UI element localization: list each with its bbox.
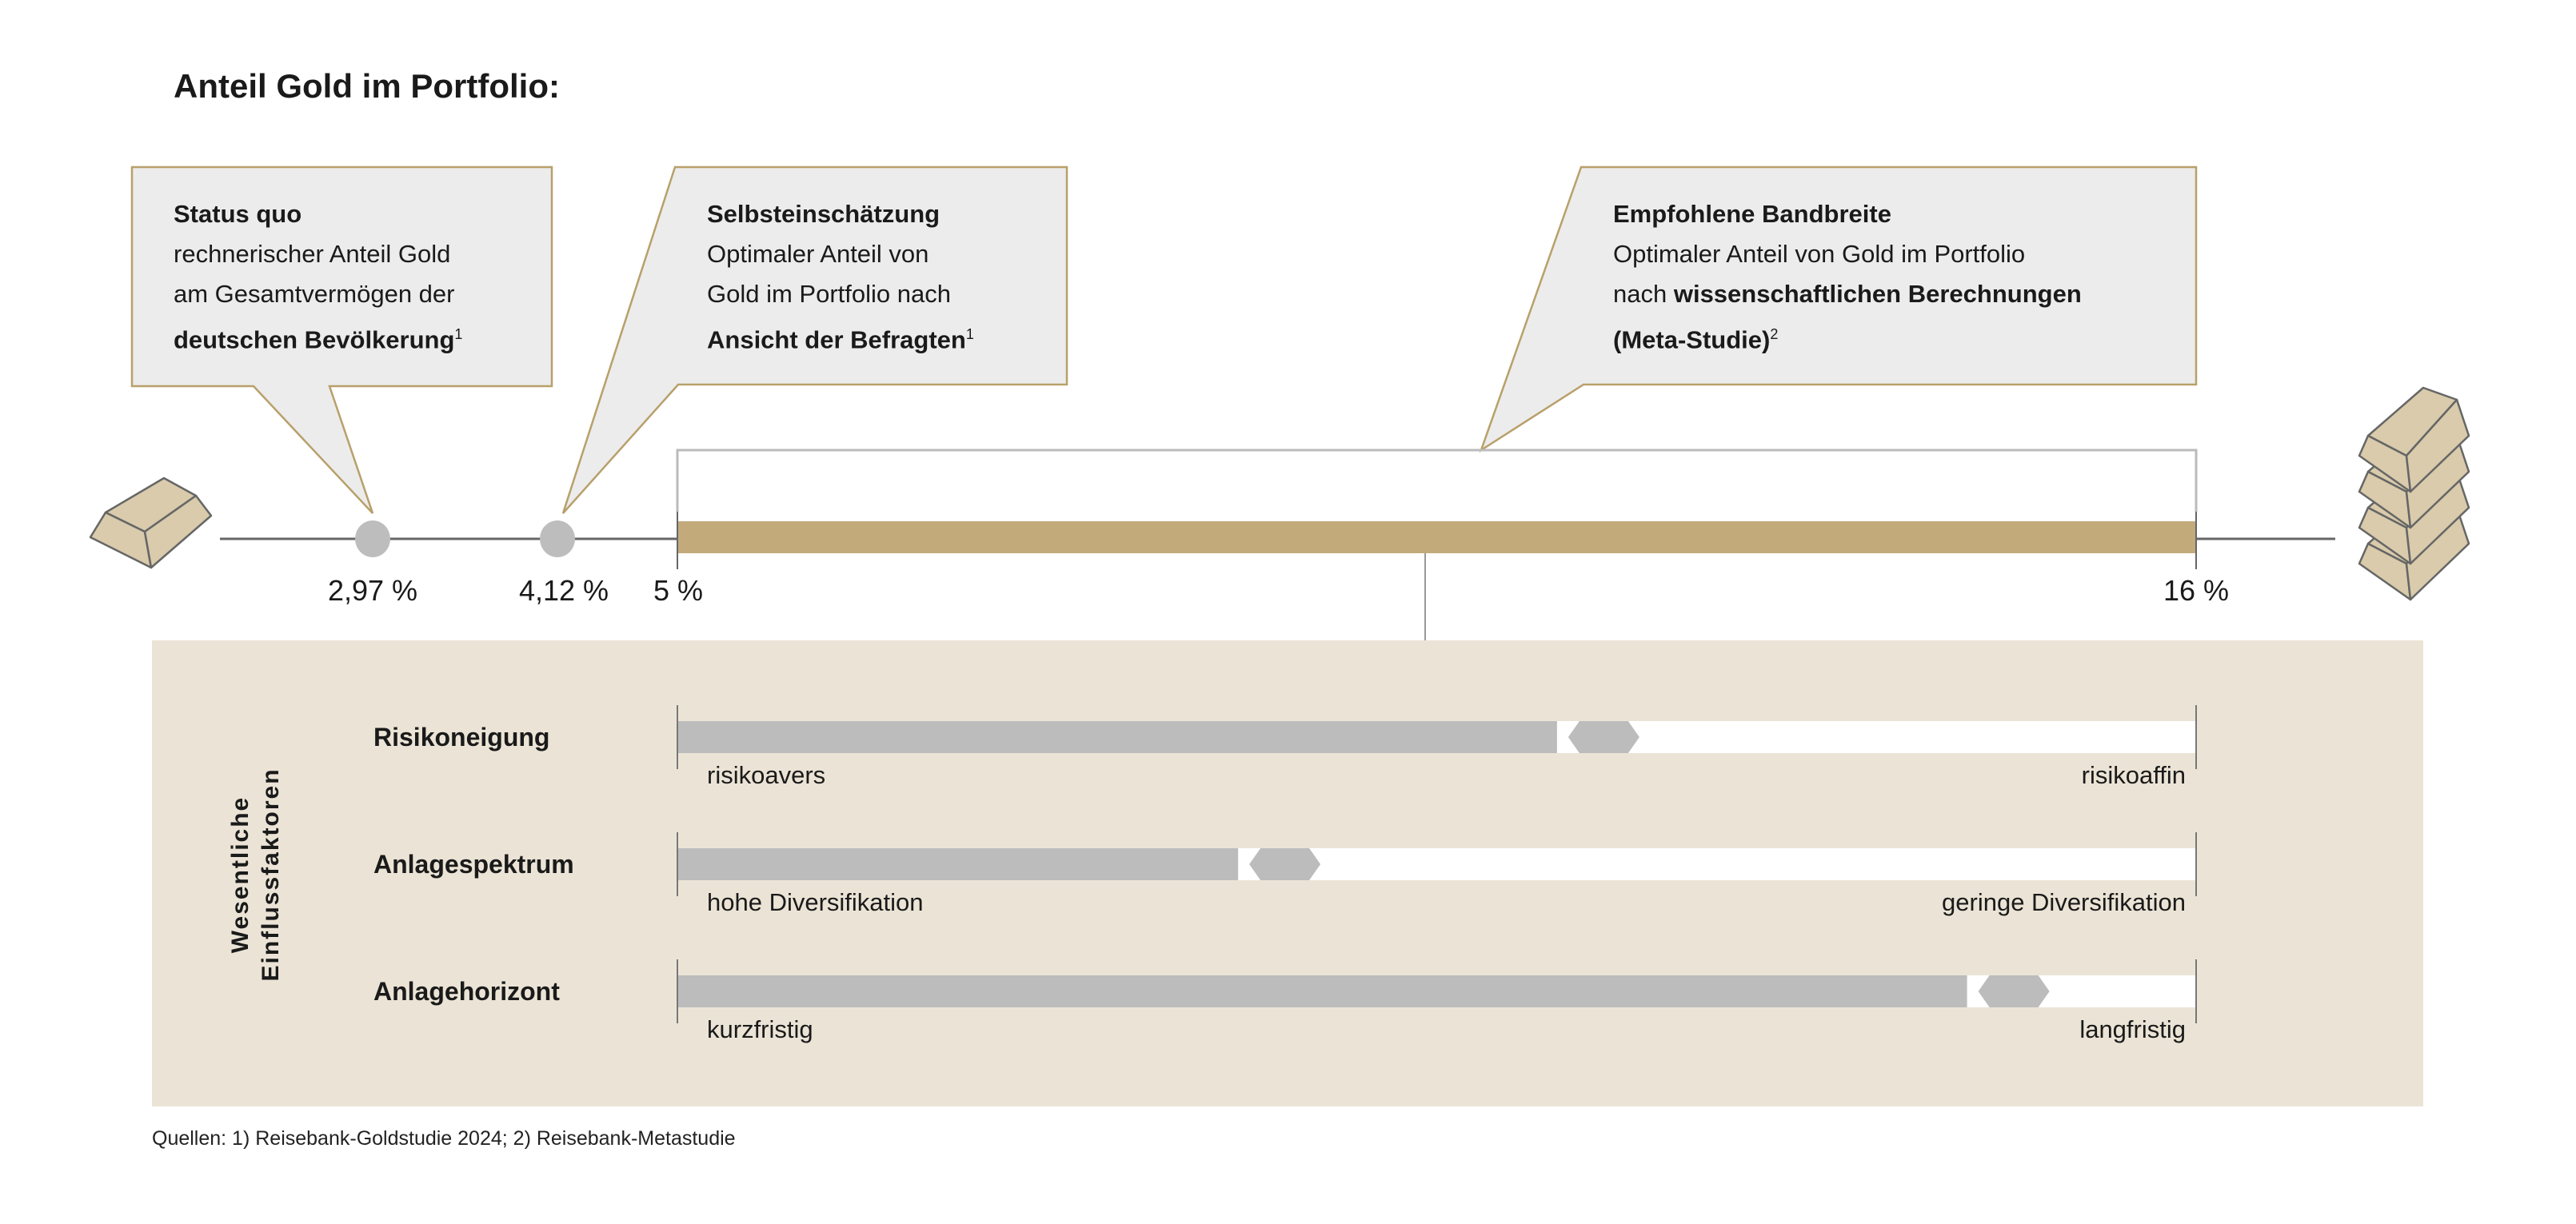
callout-recommended-range-text: Empfohlene Bandbreite Optimaler Anteil v…	[1613, 194, 2082, 360]
factor-marker	[1978, 975, 2050, 1007]
footnote-ref: 1	[965, 326, 974, 342]
range-min-value: 5 %	[653, 574, 704, 607]
callout-line: am Gesamtvermögen der	[174, 280, 455, 308]
page-title: Anteil Gold im Portfolio:	[174, 67, 560, 105]
source-footnote: Quellen: 1) Reisebank-Goldstudie 2024; 2…	[152, 1127, 736, 1150]
callout-self-assessment-text: Selbsteinschätzung Optimaler Anteil von …	[707, 194, 974, 360]
callout-line: rechnerischer Anteil Gold	[174, 240, 451, 268]
range-max-value: 16 %	[2163, 574, 2230, 607]
factor-left-label: kurzfristig	[707, 1015, 813, 1043]
callout-self-assessment	[561, 165, 1068, 514]
factor-marker	[1568, 721, 1639, 753]
factor-label: Risikoneigung	[373, 723, 550, 752]
factor-fill	[677, 975, 1967, 1007]
callout-line-bold: wissenschaftlichen Berechnungen	[1673, 280, 2082, 308]
callout-line-bold: deutschen Bevölkerung	[174, 325, 455, 354]
callout-heading: Empfohlene Bandbreite	[1613, 200, 1891, 228]
factor-left-label: hohe Diversifikation	[707, 888, 924, 916]
footnote-ref: 2	[1770, 326, 1779, 342]
callout-line: Optimaler Anteil von Gold im Portfolio	[1613, 240, 2026, 268]
callout-status-quo-text: Status quo rechnerischer Anteil Gold am …	[174, 194, 462, 360]
callout-line-bold: (Meta-Studie)	[1613, 325, 1771, 354]
callout-heading: Status quo	[174, 200, 302, 228]
footnote-ref: 1	[454, 326, 463, 342]
callout-line-bold: Ansicht der Befragten	[707, 325, 966, 354]
factor-label: Anlagespektrum	[373, 850, 574, 879]
callout-heading: Selbsteinschätzung	[707, 200, 941, 228]
factor-right-label: risikoaffin	[2081, 761, 2186, 789]
gold-bar-icon	[89, 476, 213, 569]
callout-recommended-range	[1479, 165, 2198, 453]
self-assessment-dot	[540, 520, 575, 557]
recommended-range-bar	[677, 521, 2196, 553]
factor-marker	[1249, 848, 1321, 880]
factor-right-label: langfristig	[2079, 1015, 2186, 1043]
factor-fill	[677, 721, 1557, 753]
factor-left-label: risikoavers	[707, 761, 826, 789]
status-quo-value: 2,97 %	[327, 574, 418, 607]
callout-status-quo	[130, 165, 553, 514]
callout-line: nach	[1613, 280, 1674, 308]
factor-fill	[677, 848, 1239, 880]
gold-stack-icon	[2358, 386, 2470, 601]
factor-right-label: geringe Diversifikation	[1942, 888, 2186, 916]
status-quo-dot	[355, 520, 390, 557]
range-bracket	[676, 449, 2198, 512]
self-assessment-value: 4,12 %	[518, 574, 609, 607]
callout-line: Gold im Portfolio nach	[707, 280, 951, 308]
factor-label: Anlagehorizont	[373, 977, 560, 1006]
callout-line: Optimaler Anteil von	[707, 240, 929, 268]
